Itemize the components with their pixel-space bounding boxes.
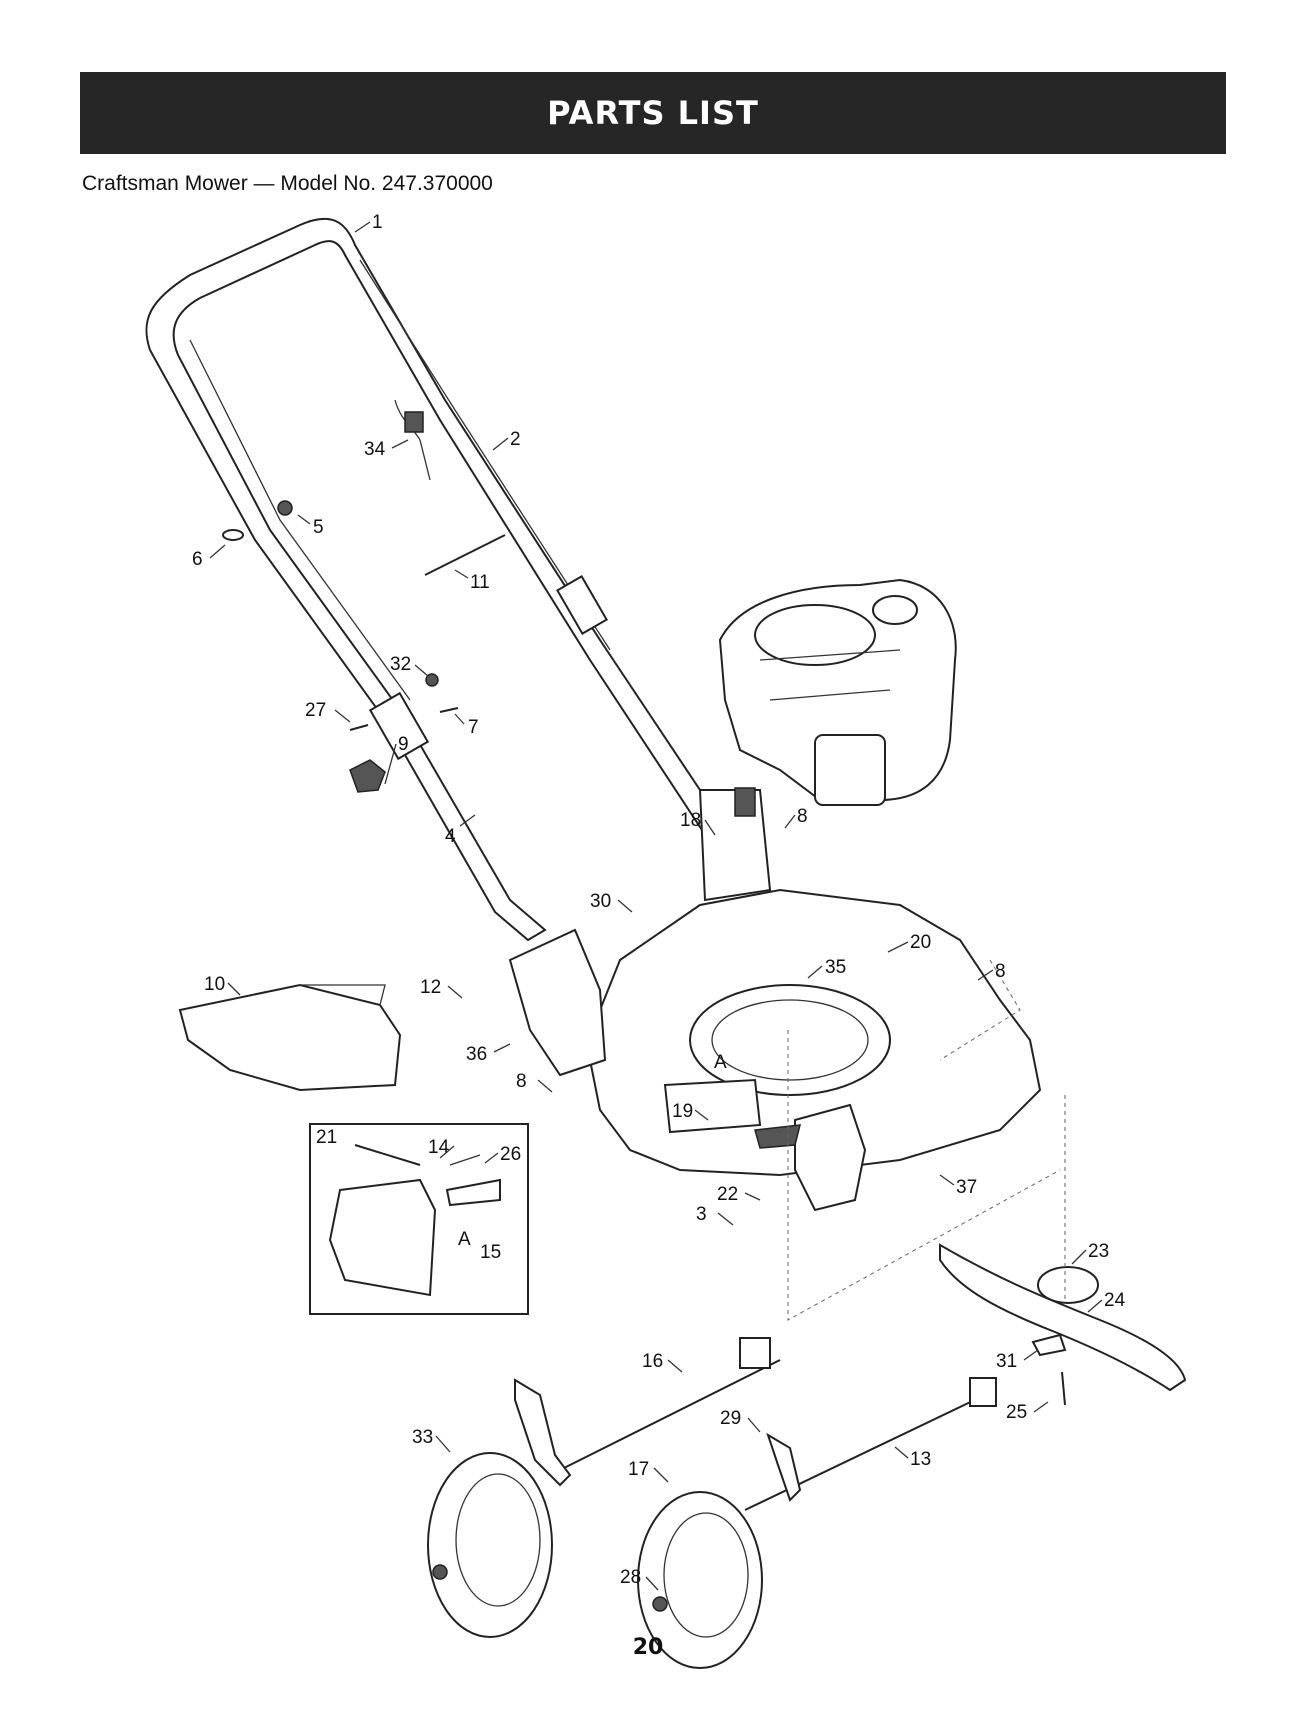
- callout-14: 14: [428, 1137, 450, 1158]
- callout-6: 6: [192, 549, 203, 570]
- knob-9: [350, 760, 385, 792]
- callout-12: 12: [420, 977, 441, 998]
- callout-7: 7: [468, 717, 479, 738]
- callout-8c: 8: [516, 1071, 527, 1092]
- engine: [720, 580, 956, 805]
- page-number: 20: [0, 1635, 1296, 1660]
- callout-37: 37: [956, 1177, 977, 1198]
- callout-2: 2: [510, 429, 521, 450]
- mulch-door: [330, 1180, 435, 1295]
- washer-31: [1033, 1335, 1065, 1355]
- pin-6: [223, 530, 243, 540]
- adapter-23: [1038, 1267, 1098, 1303]
- handle-bracket-right: [557, 576, 606, 633]
- callout-8a: 8: [797, 806, 808, 827]
- callout-21: 21: [316, 1127, 337, 1148]
- bolt-27: [350, 725, 368, 730]
- callout-31: 31: [996, 1351, 1017, 1372]
- leader-lines: [210, 222, 1102, 1590]
- callout-35: 35: [825, 957, 846, 978]
- callout-16: 16: [642, 1351, 663, 1372]
- callout-9: 9: [398, 734, 409, 755]
- callout-29: 29: [720, 1408, 741, 1429]
- callout-22: 22: [717, 1184, 738, 1205]
- wheel-nut-28: [653, 1597, 667, 1611]
- callout-32: 32: [390, 654, 411, 675]
- grass-bag-10: [180, 985, 400, 1090]
- callout-3: 3: [696, 1204, 707, 1225]
- bolt-25: [1062, 1372, 1065, 1405]
- callout-4: 4: [445, 826, 456, 847]
- bolt-7: [440, 708, 458, 712]
- spring-26: [450, 1155, 480, 1165]
- rear-bracket-36: [510, 930, 605, 1075]
- wheel-nut-33: [433, 1565, 447, 1579]
- callout-28: 28: [620, 1567, 641, 1588]
- callout-24: 24: [1104, 1290, 1126, 1311]
- rod-14: [355, 1145, 420, 1165]
- callout-8b: 8: [995, 961, 1006, 982]
- callout-34: 34: [364, 439, 386, 460]
- cable-tie-11: [425, 535, 505, 575]
- callout-25: 25: [1006, 1402, 1027, 1423]
- callout-13: 13: [910, 1449, 931, 1470]
- callout-23: 23: [1088, 1241, 1109, 1262]
- callout-36: 36: [466, 1044, 487, 1065]
- callout-a-deck: A: [714, 1052, 727, 1073]
- callout-26: 26: [500, 1144, 521, 1165]
- wheel-33: [428, 1453, 552, 1637]
- axle-16: [560, 1360, 780, 1470]
- callout-17: 17: [628, 1459, 649, 1480]
- bracket-15: [447, 1180, 500, 1205]
- knob-5: [278, 501, 292, 515]
- callout-19: 19: [672, 1101, 693, 1122]
- callout-10: 10: [204, 974, 225, 995]
- callout-33: 33: [412, 1427, 433, 1448]
- callout-30: 30: [590, 891, 611, 912]
- handle-inner-line: [190, 340, 410, 700]
- callout-1: 1: [372, 212, 383, 233]
- callout-15: 15: [480, 1242, 501, 1263]
- part-37: [795, 1105, 865, 1210]
- callout-18: 18: [680, 810, 701, 831]
- axle-bracket-13: [970, 1378, 996, 1406]
- callout-20: 20: [910, 932, 931, 953]
- upper-handle: [146, 219, 720, 940]
- axle-bracket-16: [740, 1338, 770, 1368]
- callout-5: 5: [313, 517, 324, 538]
- callout-11: 11: [470, 572, 490, 593]
- callout-27: 27: [305, 700, 326, 721]
- cable-clip-34: [405, 412, 423, 432]
- callout-a-inset: A: [458, 1229, 471, 1250]
